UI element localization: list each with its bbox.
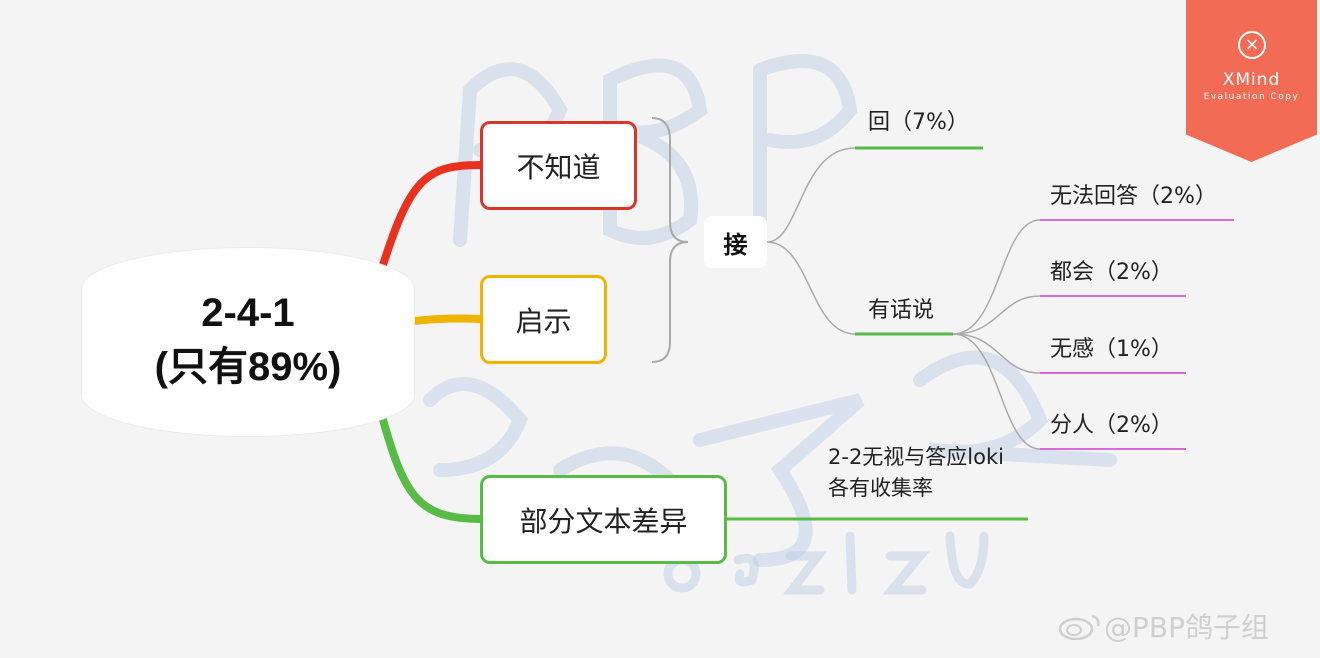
connector-sub-1 — [952, 219, 1041, 335]
xmind-evaluation-badge — [1186, 0, 1317, 162]
connector-to-hui — [766, 147, 856, 243]
sub-branch-fenren[interactable]: 分人（2%） — [1050, 413, 1173, 438]
sub-branch-douhui[interactable]: 都会（2%） — [1050, 260, 1173, 285]
connector-sub-3 — [952, 333, 1041, 374]
xmind-title: XMind — [1222, 70, 1281, 90]
note-line-2: 各有收集率 — [828, 476, 933, 500]
sub-branch-wugan[interactable]: 无感（1%） — [1050, 337, 1173, 362]
summary-node-jie[interactable]: 接 — [704, 216, 767, 268]
topic-bufen-wenben-label: 部分文本差异 — [519, 504, 688, 538]
branch-line-green — [378, 412, 484, 523]
root-topic-text: 2-4-1 (只有89%) — [82, 286, 414, 394]
branch-youhuashuo[interactable]: 有话说 — [868, 298, 935, 323]
topic-buzhidao-label: 不知道 — [516, 150, 601, 184]
note-label[interactable]: 2-2无视与答应loki 各有收集率 — [828, 442, 1004, 504]
footer-watermark: @PBP鸽子组 — [1104, 611, 1269, 644]
summary-node-jie-label: 接 — [723, 230, 748, 259]
xmind-logo-icon: × — [1238, 31, 1266, 59]
root-topic[interactable] — [82, 248, 414, 436]
weibo-icon — [1058, 614, 1100, 640]
root-subtitle: (只有89%) — [154, 345, 342, 389]
topic-qishi[interactable]: 启示 — [480, 275, 607, 364]
topic-bufen-wenben[interactable]: 部分文本差异 — [480, 475, 727, 564]
branch-hui[interactable]: 回（7%） — [868, 110, 969, 135]
xmind-subtitle: Evaluation Copy — [1203, 92, 1300, 102]
branch-line-yellow — [410, 314, 484, 325]
root-title: 2-4-1 — [201, 291, 295, 335]
sub-branch-wufa-huida[interactable]: 无法回答（2%） — [1050, 184, 1217, 209]
note-line-1: 2-2无视与答应loki — [828, 445, 1004, 469]
connector-to-youhuashuo — [766, 241, 856, 335]
connector-sub-2 — [952, 295, 1041, 335]
connector-sub-4 — [952, 333, 1041, 450]
topic-buzhidao[interactable]: 不知道 — [480, 121, 637, 210]
topic-qishi-label: 启示 — [515, 304, 572, 338]
branch-line-red — [378, 161, 484, 272]
summary-bracket — [651, 117, 689, 363]
